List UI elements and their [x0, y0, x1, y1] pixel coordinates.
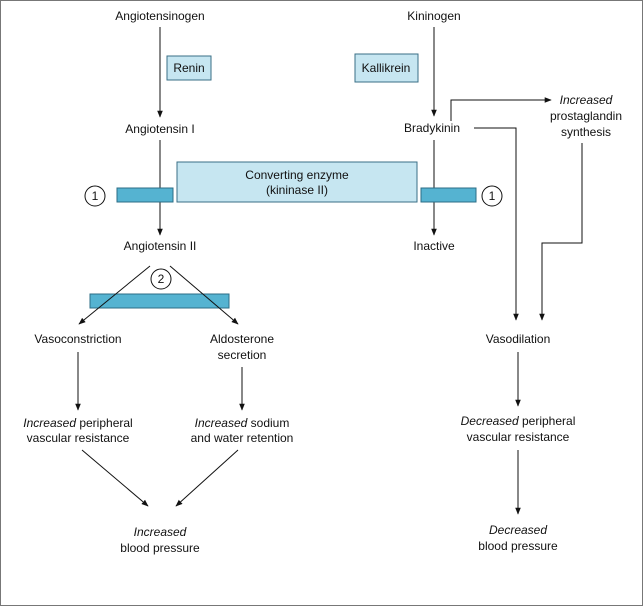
- inactive-label: Inactive: [413, 239, 455, 253]
- sodium-text: sodium: [247, 416, 289, 430]
- peripheral-text: peripheral: [76, 416, 133, 430]
- increased-peripheral-label: Increased peripheral: [23, 416, 132, 430]
- arrow-bradykinin-to-vasodilation: [474, 127, 519, 321]
- right-blocker-bar: [420, 187, 477, 203]
- arrow-retention-to-bp: [175, 449, 239, 507]
- arrow-ang-ii-to-vasoconstriction: [78, 265, 151, 325]
- prostaglandin-increased-label: Increased: [560, 93, 613, 107]
- converting-enzyme-box: [176, 161, 418, 203]
- secretion-label: secretion: [218, 348, 267, 362]
- arrow-resistance-to-bp: [81, 449, 149, 507]
- vasodilation-label: Vasodilation: [486, 332, 551, 346]
- vasoconstriction-label: Vasoconstriction: [34, 332, 121, 346]
- left-blocker-bar: [116, 187, 174, 203]
- marker-2-label: 2: [158, 272, 165, 286]
- blood-pressure-left-label: blood pressure: [120, 541, 200, 555]
- bradykinin-label: Bradykinin: [404, 121, 460, 135]
- angiotensin-i-label: Angiotensin I: [125, 122, 194, 136]
- decreased-bp-label: Decreased: [489, 523, 547, 537]
- vascular-resistance-right-label: vascular resistance: [467, 430, 570, 444]
- arrow-prostaglandin-to-vasodilation: [539, 143, 583, 321]
- kallikrein-box: [354, 53, 419, 83]
- angiotensinogen-label: Angiotensinogen: [115, 9, 204, 23]
- increased-sodium-label: Increased sodium: [195, 416, 290, 430]
- increased-bp-label: Increased: [134, 525, 187, 539]
- angiotensin-ii-label: Angiotensin II: [124, 239, 197, 253]
- increased-italic: Increased: [195, 416, 248, 430]
- synthesis-label: synthesis: [561, 125, 611, 139]
- kininogen-label: Kininogen: [407, 9, 460, 23]
- water-retention-label: and water retention: [191, 431, 294, 445]
- arrow-bradykinin-to-prostaglandin: [450, 97, 552, 121]
- marker-2: [150, 268, 172, 290]
- decreased-peripheral-label: Decreased peripheral: [461, 414, 576, 428]
- marker-1-right-label: 1: [489, 189, 496, 203]
- kallikrein-label: Kallikrein: [362, 61, 411, 75]
- aldosterone-label: Aldosterone: [210, 332, 274, 346]
- renin-box: [166, 55, 212, 81]
- prostaglandin-label: prostaglandin: [550, 109, 622, 123]
- marker-1-right: [481, 185, 503, 207]
- arrow-ang-ii-to-aldosterone: [169, 265, 239, 325]
- renin-label: Renin: [173, 61, 204, 75]
- peripheral-right-text: peripheral: [519, 414, 576, 428]
- increased-italic: Increased: [23, 416, 76, 430]
- converting-enzyme-label: Converting enzyme: [245, 168, 349, 182]
- vascular-resistance-left-label: vascular resistance: [27, 431, 130, 445]
- marker-1-left-label: 1: [92, 189, 99, 203]
- marker-1-left: [84, 185, 106, 207]
- ang-ii-blocker-bar: [89, 293, 230, 309]
- kininase-ii-label: (kininase II): [266, 183, 328, 197]
- blood-pressure-right-label: blood pressure: [478, 539, 558, 553]
- decreased-italic: Decreased: [461, 414, 519, 428]
